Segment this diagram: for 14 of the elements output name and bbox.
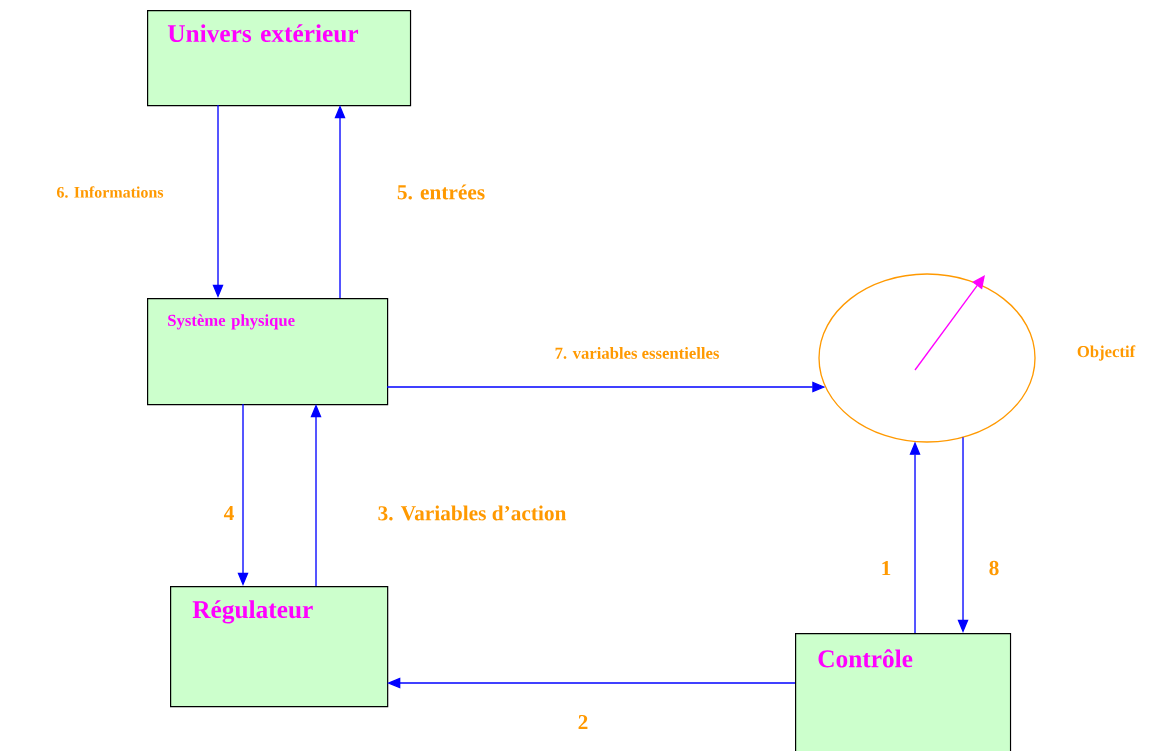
edge-label: 1 — [882, 561, 891, 576]
text-box: Système physique — [147, 298, 389, 406]
edge-label: 5. entrées — [397, 184, 485, 200]
edge-label: 8 — [989, 560, 999, 576]
text-box: Contrôle — [795, 633, 1012, 751]
edge-label: 6. Informations — [57, 186, 164, 198]
text-box: Univers extérieur — [147, 10, 412, 107]
edge-label: 4 — [223, 506, 234, 521]
text-box: Régulateur — [170, 586, 389, 708]
edge-label: 7. variables essentielles — [555, 347, 719, 359]
dial-drawing — [818, 273, 1036, 443]
edge-label: 2 — [578, 714, 588, 730]
node-caption: Objectif — [1077, 345, 1136, 361]
edge-label: 3. Variables d’action — [378, 505, 567, 521]
